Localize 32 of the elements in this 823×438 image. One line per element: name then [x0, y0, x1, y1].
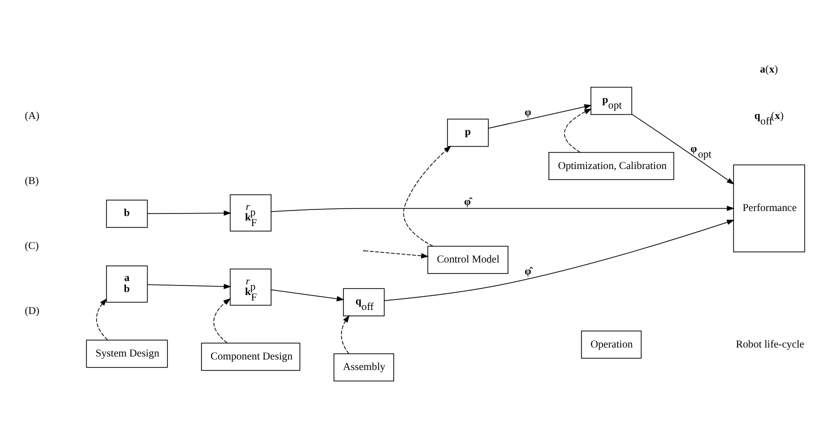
label: (B)	[24, 176, 39, 187]
node-box: System Design	[86, 340, 168, 368]
node-box: Control Model	[427, 246, 508, 274]
label: (A)	[24, 110, 40, 122]
arrow	[270, 289, 344, 302]
arrow	[364, 250, 429, 258]
arrow	[341, 314, 350, 354]
arrow	[488, 104, 592, 129]
label: (C)	[24, 241, 39, 252]
arrow	[147, 210, 232, 216]
arrow	[403, 146, 452, 247]
node-box: Optimization, Calibration	[548, 152, 674, 180]
arrow	[96, 298, 108, 340]
arrow	[213, 298, 231, 344]
edge-label: φ̂	[524, 266, 532, 278]
node-box: a b	[106, 266, 148, 303]
edge-label: φ	[524, 107, 532, 118]
label: (D)	[24, 306, 40, 318]
node-box: b	[106, 200, 148, 228]
node-box: Performance	[733, 164, 806, 252]
arrow	[270, 206, 734, 212]
node-box: Component Design	[201, 342, 300, 371]
arrow	[384, 220, 734, 301]
arrow	[564, 108, 592, 153]
label: Robot life-cycle	[736, 339, 804, 350]
label: a(x)	[760, 64, 778, 76]
node-box: Operation	[581, 330, 642, 359]
node-box: Assembly	[334, 353, 394, 382]
edge-label: φ̂	[464, 196, 471, 208]
arrow	[631, 114, 734, 185]
arrow	[147, 284, 232, 290]
node-box: p	[447, 118, 489, 147]
